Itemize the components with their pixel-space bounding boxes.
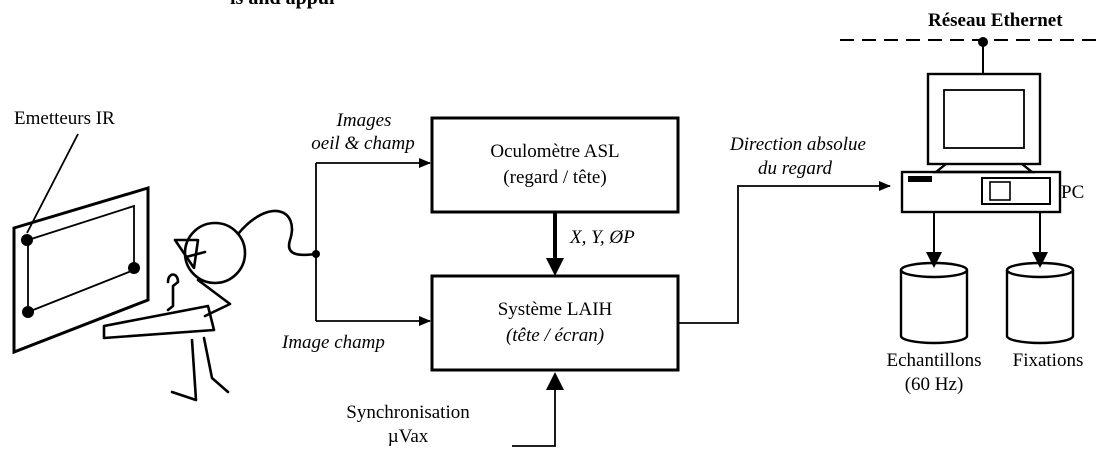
xy-label: X, Y, ØP <box>570 227 635 248</box>
pc-case <box>900 170 1062 214</box>
direction-label-line2: du regard <box>758 158 833 179</box>
sync-arrow <box>512 388 556 447</box>
emetteurs-leader <box>26 133 79 234</box>
systeme-box <box>430 274 680 372</box>
header-fragment: is and appui <box>230 0 335 9</box>
images-label-line2: oeil & champ <box>311 133 415 154</box>
sync-label-line2: µVax <box>387 426 429 447</box>
pc-label: PC <box>1061 182 1085 203</box>
images-label-line1: Images <box>336 110 392 131</box>
sync-label-line1: Synchronisation <box>346 402 470 423</box>
pc-computer <box>900 72 1062 214</box>
head-circle <box>183 221 247 285</box>
image-champ-label: Image champ <box>282 332 385 353</box>
oculometre-box <box>430 116 680 214</box>
ir-emitter-dot <box>22 306 34 318</box>
oculometre-title: Oculomètre ASL <box>490 141 620 162</box>
echantillons-db <box>899 261 969 345</box>
fixations-db <box>1005 261 1075 345</box>
ir-emitter-dot <box>21 234 33 246</box>
emetteurs-label: Emetteurs IR <box>14 108 115 129</box>
systeme-subtitle: (tête / écran) <box>505 325 605 346</box>
systeme-title: Système LAIH <box>497 299 613 320</box>
echantillons-label-line1: Echantillons <box>886 350 982 371</box>
ir-emitter-dot <box>128 262 140 274</box>
reseau-label: Réseau Ethernet <box>928 10 1063 31</box>
echantillons-label-line2: (60 Hz) <box>904 374 964 395</box>
direction-arrow <box>678 181 891 324</box>
ir-screen <box>12 185 150 355</box>
camera-connectors <box>315 158 431 326</box>
observer-figure <box>102 209 318 402</box>
direction-label-line1: Direction absolue <box>730 134 866 155</box>
pc-monitor <box>926 72 1042 166</box>
fixations-label: Fixations <box>1012 350 1084 371</box>
oculometre-subtitle: (regard / tête) <box>503 167 607 188</box>
junction-dot <box>312 250 320 258</box>
